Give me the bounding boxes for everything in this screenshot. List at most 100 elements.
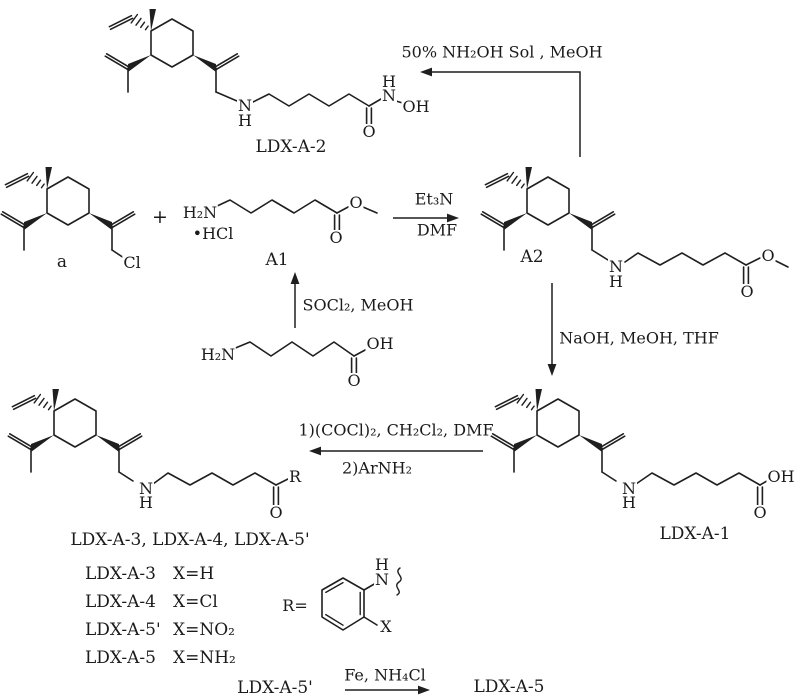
atom-n-label: N: [237, 96, 253, 115]
atom-oh-label: OH: [766, 467, 796, 486]
bond-c-to-ester-o: [336, 205, 351, 214]
atom-o-label: O: [739, 282, 755, 301]
bond-ch2-to-n: [591, 249, 609, 261]
atom-h-label: H: [608, 272, 624, 291]
atom-n-label: N: [608, 257, 624, 276]
table-row-compound: LDX-A-5: [85, 648, 156, 669]
terpene-core: [480, 166, 616, 251]
atom-h-label: H: [621, 493, 637, 512]
compound-label-a1: A1: [265, 250, 289, 271]
arrow-amidation-step: [309, 446, 483, 456]
arrowhead-up: [290, 272, 300, 284]
chain-bonds: [232, 341, 355, 357]
chain-bonds: [252, 93, 370, 107]
atom-x-label: X: [379, 617, 393, 636]
carbonyl-double-bond: [350, 357, 358, 374]
terpene-core: [7, 388, 143, 473]
structure-aminohexanoic-acid: [232, 341, 368, 374]
reagent-amidation-step1: 1)(COCl)₂, CH₂Cl₂, DMF: [298, 420, 494, 440]
arrowhead-down: [547, 364, 557, 376]
bond-ch2-to-n: [118, 471, 134, 482]
bond-ring-to-x: [363, 616, 378, 626]
atom-h2n-label: H₂N: [181, 203, 219, 222]
arrow-reduction-step: [345, 685, 430, 695]
compound-label-ldx-a-5-prime: LDX-A-5': [237, 678, 313, 699]
structure-a: [0, 166, 136, 259]
atom-oh-label: OH: [401, 97, 431, 116]
atom-r-label: R: [287, 467, 303, 486]
hcl-salt-label: •HCl: [191, 224, 235, 243]
atom-n-label: N: [381, 86, 397, 105]
arrow-hydrolysis-step: [547, 283, 557, 376]
plus-operator: +: [152, 206, 168, 229]
structure-ldx-a-1: [490, 388, 773, 506]
table-row-substituent: X=Cl: [173, 592, 218, 613]
reagent-solvent: DMF: [416, 220, 458, 240]
chain-bonds: [214, 199, 338, 214]
carbonyl-double-bond: [333, 214, 341, 231]
atom-h2n-label: H₂N: [199, 345, 237, 364]
terpene-core: [490, 388, 626, 473]
bond-c-to-oh: [353, 348, 368, 357]
reagent-reduction: Fe, NH₄Cl: [344, 665, 426, 685]
benzene-ring: [321, 577, 365, 631]
arrow-hydroxylamine-step: [420, 67, 581, 157]
compound-label-ldx-a-2: LDX-A-2: [255, 137, 327, 158]
atom-o-label: O: [361, 122, 377, 141]
atom-oh-label: OH: [365, 334, 395, 353]
bond-ch2-to-n: [601, 471, 617, 482]
terpene-core: [104, 8, 240, 93]
chain-bonds: [635, 472, 761, 486]
arrow-alkylation-step: [393, 213, 459, 223]
carbonyl-double-bond: [365, 107, 373, 126]
chain-bonds: [152, 472, 277, 486]
atom-n-label: N: [138, 479, 154, 498]
bond-ch2-to-cl: [111, 249, 125, 259]
table-row-compound: LDX-A-4: [85, 592, 156, 613]
compound-label-ldx-a-1: LDX-A-1: [659, 524, 731, 545]
carbonyl-double-bond: [272, 486, 280, 506]
compound-label-a: a: [56, 252, 68, 273]
table-row-compound: LDX-A-3: [85, 564, 156, 585]
table-row-substituent: X=NH₂: [173, 648, 236, 669]
reagent-base: Et₃N: [414, 189, 454, 209]
bond-c-to-ester-o: [745, 257, 761, 266]
atom-o-label: O: [328, 228, 344, 247]
atom-h-label: H: [374, 555, 390, 574]
atom-o-label: O: [752, 503, 768, 522]
compound-label-a2: A2: [520, 247, 544, 268]
structure-a1: [214, 199, 378, 231]
arrowhead-right: [418, 685, 430, 695]
structure-ldx-a-2: [104, 8, 407, 126]
reagent-amidation-step2: 2)ArNH₂: [342, 458, 412, 478]
bond-o-to-methyl: [775, 260, 789, 268]
r-equals-label: R=: [281, 596, 309, 615]
atom-o-label: O: [268, 503, 284, 522]
bond-o-to-methyl: [362, 206, 378, 214]
table-row-substituent: X=NO₂: [173, 620, 235, 641]
atom-cl-label: Cl: [122, 253, 142, 272]
atom-o-label: O: [346, 371, 362, 390]
structure-ldx-a-345: [7, 388, 289, 506]
reagent-esterification: SOCl₂, MeOH: [302, 295, 414, 315]
bond-c-to-amide-n: [368, 98, 382, 107]
table-row-compound: LDX-A-5': [85, 620, 161, 641]
carbonyl-double-bond: [756, 486, 764, 506]
reagent-hydrolysis: NaOH, MeOH, THF: [559, 328, 719, 348]
carbonyl-double-bond: [742, 266, 750, 285]
reagent-hydroxylamine: 50% NH₂OH Sol , MeOH: [401, 42, 603, 62]
structure-a2: [480, 166, 789, 285]
atom-h-label: H: [237, 111, 253, 130]
compound-label-ldx-a-5: LDX-A-5: [473, 677, 545, 698]
table-row-substituent: X=H: [173, 564, 215, 585]
bond-c-to-r: [275, 478, 289, 486]
compound-label-ldx-a-345: LDX-A-3, LDX-A-4, LDX-A-5': [70, 530, 310, 551]
attachment-squiggle-bond: [396, 567, 402, 596]
arrowhead-left: [309, 446, 321, 456]
atom-o-label: O: [348, 193, 364, 212]
atom-n-label: N: [621, 479, 637, 498]
chain-bonds: [624, 252, 747, 266]
benzene-inner-double-bonds: [325, 581, 361, 626]
terpene-core: [0, 166, 136, 251]
